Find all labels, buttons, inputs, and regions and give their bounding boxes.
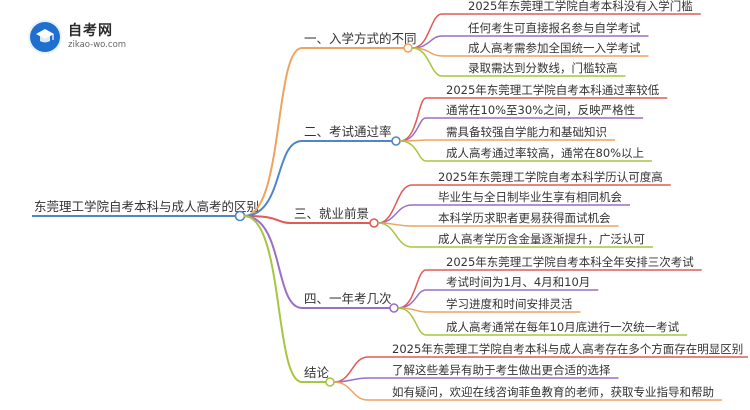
leaf-connector xyxy=(333,377,619,383)
leaf-label: 通常在10%至30%之间，反映严格性 xyxy=(446,103,635,117)
branch-title: 一、入学方式的不同 xyxy=(304,31,417,46)
leaf-label: 2025年东莞理工学院自考本科通过率较低 xyxy=(446,83,660,97)
leaf-label: 了解这些差异有助于考生做出更合适的选择 xyxy=(392,363,611,377)
leaf-label: 任何考生可直接报名参与自学考试 xyxy=(468,21,641,35)
leaf-label: 2025年东莞理工学院自考本科与成人高考存在多个方面存在明显区别 xyxy=(392,342,743,356)
leaf-label: 毕业生与全日制毕业生享有相同机会 xyxy=(438,190,622,204)
leaf-connector xyxy=(377,222,653,248)
leaf-connector xyxy=(397,307,688,336)
leaf-connector xyxy=(397,289,599,309)
leaf-label: 成人高考通常在每年10月底进行一次统一考试 xyxy=(446,320,680,334)
leaf-connector xyxy=(399,139,615,142)
root-label: 东莞理工学院自考本科与成人高考的区别 xyxy=(34,199,259,214)
leaf-label: 录取需达到分数线，门槛较高 xyxy=(468,61,618,75)
leaf-label: 2025年东莞理工学院自考本科全年安排三次考试 xyxy=(446,255,694,269)
leaf-label: 成人高考学历含金量逐渐提升，广泛认可 xyxy=(438,232,645,246)
leaf-label: 成人高考通过率较高，通常在80%以上 xyxy=(446,146,644,160)
branch-node xyxy=(369,218,379,228)
branch-node xyxy=(403,43,413,53)
leaf-label: 需具备较强自学能力和基础知识 xyxy=(446,125,607,139)
logo-name: 自考网 xyxy=(68,23,113,39)
branch-connector xyxy=(243,215,303,309)
leaf-connector xyxy=(399,140,653,162)
leaf-connector xyxy=(333,381,722,401)
leaf-label: 成人高考需参加全国统一入学考试 xyxy=(468,41,641,55)
branch-connector xyxy=(243,215,293,224)
leaf-label: 2025年东莞理工学院自考本科没有入学门槛 xyxy=(468,0,693,13)
root-node xyxy=(234,210,246,222)
branch-title: 结论 xyxy=(304,365,330,380)
leaf-label: 本科学历求职者更易获得面试机会 xyxy=(438,211,611,225)
leaf-connector xyxy=(411,13,701,49)
site-logo: 自考网 zikao-wo.com xyxy=(30,18,150,58)
leaf-connector xyxy=(411,47,626,77)
graduation-cap-icon xyxy=(30,22,60,52)
branch-connector xyxy=(243,140,303,217)
logo-domain: zikao-wo.com xyxy=(68,40,127,50)
leaf-connector xyxy=(399,117,644,142)
leaf-label: 2025年东莞理工学院自考本科学历认可度高 xyxy=(438,170,663,184)
branch-node xyxy=(389,303,399,313)
leaf-connector xyxy=(377,204,630,224)
leaf-label: 考试时间为1月、4月和10月 xyxy=(446,275,590,289)
branch-title: 三、就业前景 xyxy=(294,206,369,221)
branch-title: 四、一年考几次 xyxy=(304,291,392,306)
branch-node xyxy=(325,377,335,387)
branch-node xyxy=(391,136,401,146)
leaf-label: 学习进度和时间安排灵活 xyxy=(446,297,573,311)
branch-connector xyxy=(243,47,303,217)
branch-title: 二、考试通过率 xyxy=(304,124,392,139)
leaf-label: 如有疑问，欢迎在线咨询菲鱼教育的老师，获取专业指导和帮助 xyxy=(392,385,714,399)
branch-connector xyxy=(243,215,303,383)
